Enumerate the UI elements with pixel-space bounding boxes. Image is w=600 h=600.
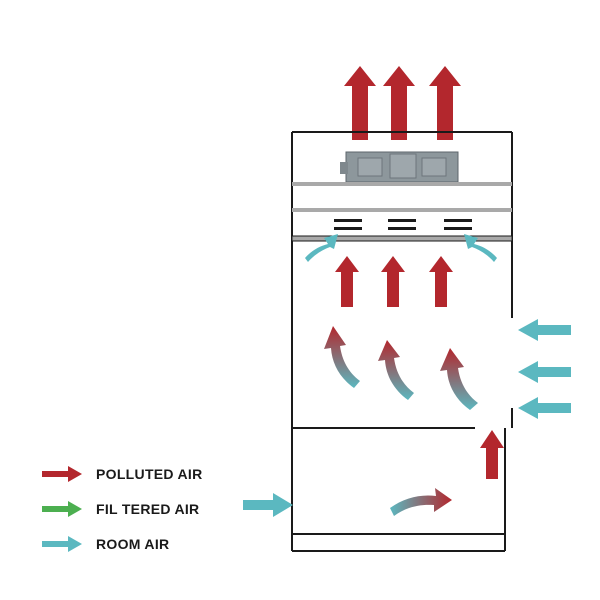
mixing-air-arrow-icon [378, 340, 414, 400]
room-air-curl-arrows [305, 234, 497, 262]
filtered-air-arrow-icon [42, 501, 82, 517]
mixing-air-arrow-icon [390, 488, 452, 516]
room-air-arrow-icon [518, 397, 571, 419]
exhaust-arrow-icon [383, 66, 415, 140]
exhaust-arrow-icon [344, 66, 376, 140]
legend-label-polluted-air: POLLUTED AIR [96, 466, 203, 482]
exhaust-arrow-icon [429, 66, 461, 140]
mixing-air-arrow-icon [324, 326, 360, 388]
legend-label-room-air: ROOM AIR [96, 536, 170, 552]
blower-fan-icon [340, 151, 459, 183]
filter-slots-icon [334, 219, 472, 230]
cabinet-outline [291, 131, 513, 552]
mixing-air-arrows [324, 326, 478, 410]
rising-polluted-arrows [335, 256, 453, 307]
room-air-arrow-icon [305, 234, 338, 262]
polluted-air-arrow-icon [429, 256, 453, 307]
room-air-arrow-icon [518, 319, 571, 341]
room-air-arrow-icon [464, 234, 497, 262]
room-air-arrow-icon [243, 493, 293, 517]
legend-label-filtered-air: FIL TERED AIR [96, 501, 200, 517]
polluted-air-arrow-icon [335, 256, 359, 307]
polluted-air-arrow-icon [42, 466, 82, 482]
exhaust-arrows [344, 66, 461, 140]
front-room-air-arrows [518, 319, 571, 419]
room-air-arrow-icon [518, 361, 571, 383]
filter-plates [291, 182, 513, 242]
polluted-air-arrow-icon [381, 256, 405, 307]
polluted-air-arrow-icon [480, 430, 504, 479]
mixing-air-arrow-icon [440, 348, 478, 410]
room-air-arrow-icon [42, 536, 82, 552]
